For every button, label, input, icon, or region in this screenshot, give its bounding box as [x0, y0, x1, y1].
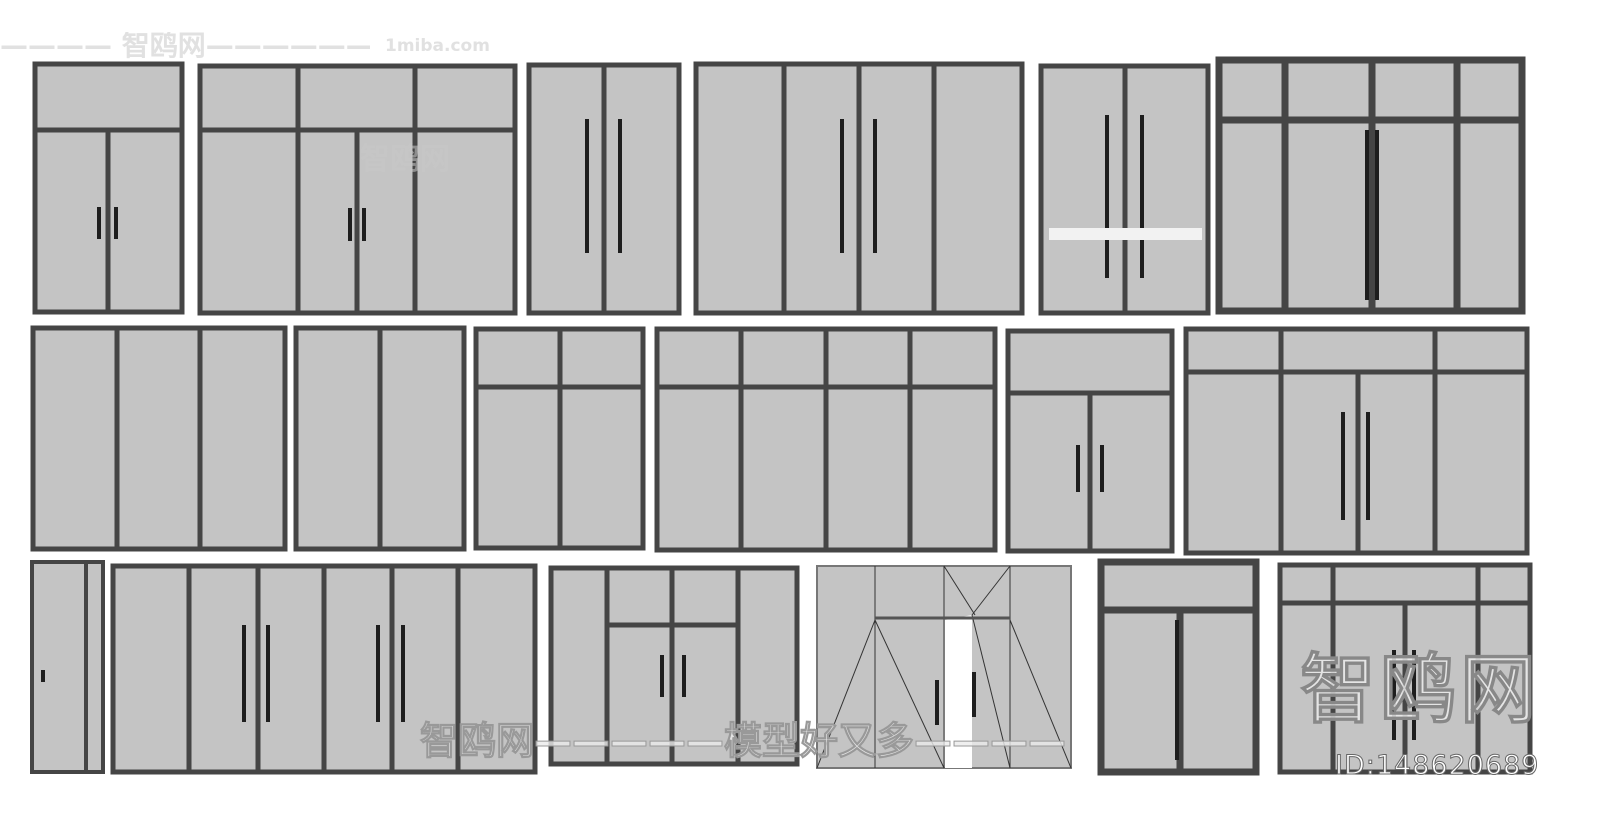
glass-edge [971, 565, 1011, 616]
door-frame-13 [30, 560, 105, 774]
glass-edge [971, 614, 1011, 769]
door-handle [1140, 115, 1144, 278]
door-handle [935, 680, 939, 725]
door-handle [348, 208, 352, 241]
door-handle [1366, 412, 1370, 520]
door-handle [242, 625, 246, 722]
door-handle [401, 625, 405, 722]
door-handle [1375, 130, 1379, 300]
door-handle [1392, 650, 1396, 740]
door-handle [585, 119, 589, 253]
watermark-url: 1miba.com [385, 36, 490, 56]
glass-edge [1009, 619, 1072, 769]
door-handle [97, 207, 101, 239]
door-handle [1100, 445, 1104, 492]
door-handle [840, 119, 844, 253]
door-frame-7 [30, 325, 288, 552]
door-handle [660, 655, 664, 697]
glass-edge [874, 619, 945, 769]
watermark-logo: 智鸥网 [1300, 645, 1540, 734]
model-id-label: ID:148620689 [1334, 750, 1540, 781]
watermark-site: 智鸥网 [360, 142, 450, 177]
door-handle [362, 208, 366, 241]
door-handle [972, 672, 976, 717]
door-handle [114, 207, 118, 239]
door-handle [1105, 115, 1109, 278]
watermark-slogan: 智鸥网—————模型好又多———— [419, 719, 1067, 763]
door-handle [1365, 130, 1369, 300]
door-handle [682, 655, 686, 697]
door-handle [1175, 620, 1179, 760]
door-handle [873, 119, 877, 253]
door-handle [618, 119, 622, 253]
door-handle [376, 625, 380, 722]
open-door-gap [945, 615, 972, 768]
glass-edge [816, 619, 876, 769]
door-handle [1076, 445, 1080, 492]
door-handle [1341, 412, 1345, 520]
push-bar [1049, 228, 1202, 240]
door-handle [41, 670, 45, 682]
glass-edge [943, 565, 976, 616]
door-handle [266, 625, 270, 722]
door-handle [1412, 650, 1416, 740]
watermark-top: ———— 智鸥网—————— [0, 32, 370, 60]
